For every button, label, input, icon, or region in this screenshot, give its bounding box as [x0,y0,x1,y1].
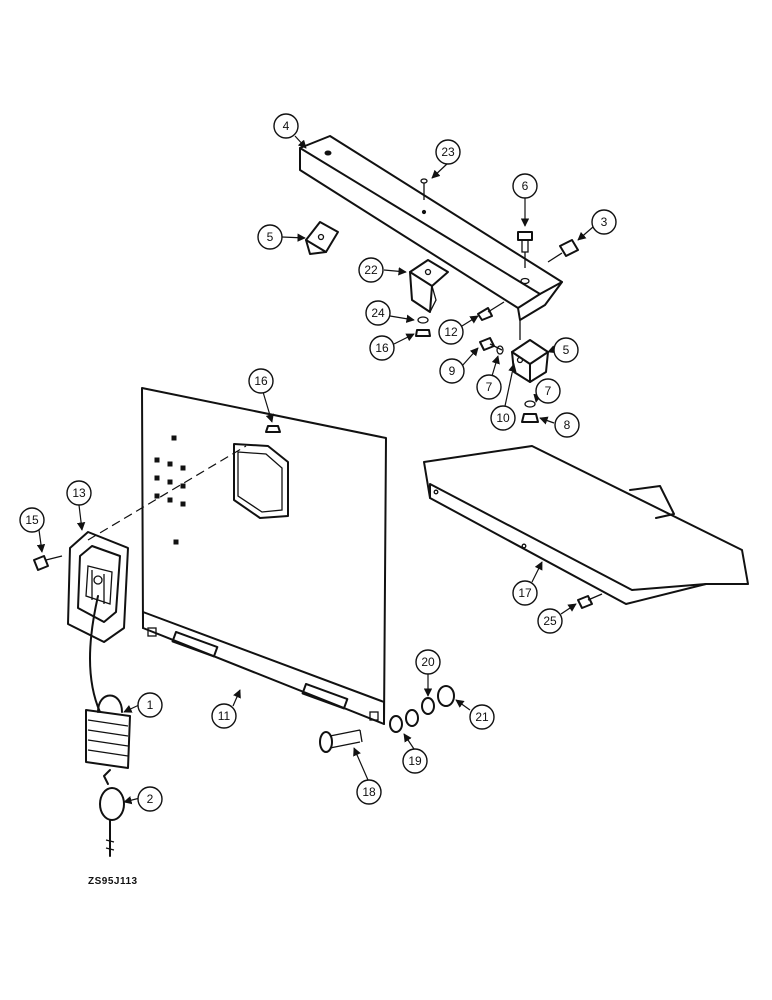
vent-holes [154,435,186,545]
nut-21 [437,685,455,707]
callouts: 4 23 5 6 3 22 24 16 12 9 5 7 10 7 8 16 1… [19,113,617,812]
callout-13: 13 [66,480,92,506]
bracket-22 [409,259,449,313]
latch-assembly [67,531,129,643]
callout-4: 4 [273,113,299,139]
callout-23-label: 23 [441,145,455,159]
callout-3: 3 [591,209,617,235]
callout-10: 10 [490,405,516,431]
callout-19-label: 19 [408,754,422,768]
callout-7b: 7 [535,378,561,404]
callout-5b: 5 [553,337,579,363]
callout-18-label: 18 [362,785,376,799]
callout-1-label: 1 [147,698,154,712]
bracket-5-right [511,320,549,383]
callout-8-label: 8 [564,418,571,432]
bolt-9 [479,337,504,355]
callout-25: 25 [537,608,563,634]
step-plate [423,445,749,605]
callout-9: 9 [439,358,465,384]
bolt-18 [319,729,363,753]
callout-5a: 5 [257,224,283,250]
callout-21-label: 21 [475,710,489,724]
key [99,769,125,857]
drawing-code: ZS95J113 [88,876,138,887]
nut-16-panel [265,425,281,433]
callout-15-label: 15 [25,513,39,527]
callout-6-label: 6 [522,179,529,193]
bolt-6 [517,231,533,268]
callout-7a: 7 [476,374,502,400]
support-rail [299,135,563,321]
screw-15 [33,555,63,571]
callout-17: 17 [512,580,538,606]
bolt-23 [420,178,428,200]
callout-16a: 16 [369,335,395,361]
callout-25-label: 25 [543,614,557,628]
callout-9-label: 9 [449,364,456,378]
alignment-line [87,445,247,541]
callout-15: 15 [19,507,45,533]
washer-19 [389,715,403,733]
callout-6: 6 [512,173,538,199]
main-panel [141,387,387,725]
callout-5a-label: 5 [267,230,274,244]
callout-20-label: 20 [421,655,435,669]
callout-17-label: 17 [518,586,532,600]
callout-16b: 16 [248,368,274,394]
small-bracket-left [305,221,339,255]
callout-22: 22 [358,257,384,283]
callout-4-label: 4 [283,119,290,133]
callout-12-label: 12 [444,325,458,339]
washer-24 [417,316,429,324]
callout-11-label: 11 [218,709,231,723]
callout-1: 1 [137,692,163,718]
callout-24-label: 24 [371,306,385,320]
bolt-12 [477,301,505,321]
callout-7b-label: 7 [545,384,552,398]
callout-19: 19 [402,748,428,774]
lockwasher-20 [421,697,435,715]
callout-16b-label: 16 [254,374,268,388]
washer-7 [524,400,536,408]
bolt-3 [547,239,579,263]
callout-3-label: 3 [601,215,608,229]
callout-11: 11 [211,703,237,729]
padlock [85,694,131,769]
callout-22-label: 22 [364,263,378,277]
callout-5b-label: 5 [563,343,570,357]
leader-lines [36,135,594,805]
callout-20: 20 [415,649,441,675]
nut-8 [521,413,539,423]
callout-8: 8 [554,412,580,438]
callout-23: 23 [435,139,461,165]
callout-10-label: 10 [496,411,510,425]
callout-12: 12 [438,319,464,345]
callout-16a-label: 16 [375,341,389,355]
callout-7a-label: 7 [486,380,493,394]
nut-16-upper [415,329,431,337]
callout-24: 24 [365,300,391,326]
callout-13-label: 13 [72,486,86,500]
washer-19b [405,709,419,727]
chain [89,595,101,713]
screw-25 [577,593,603,609]
callout-21: 21 [469,704,495,730]
callout-18: 18 [356,779,382,805]
callout-2: 2 [137,786,163,812]
callout-2-label: 2 [147,792,154,806]
